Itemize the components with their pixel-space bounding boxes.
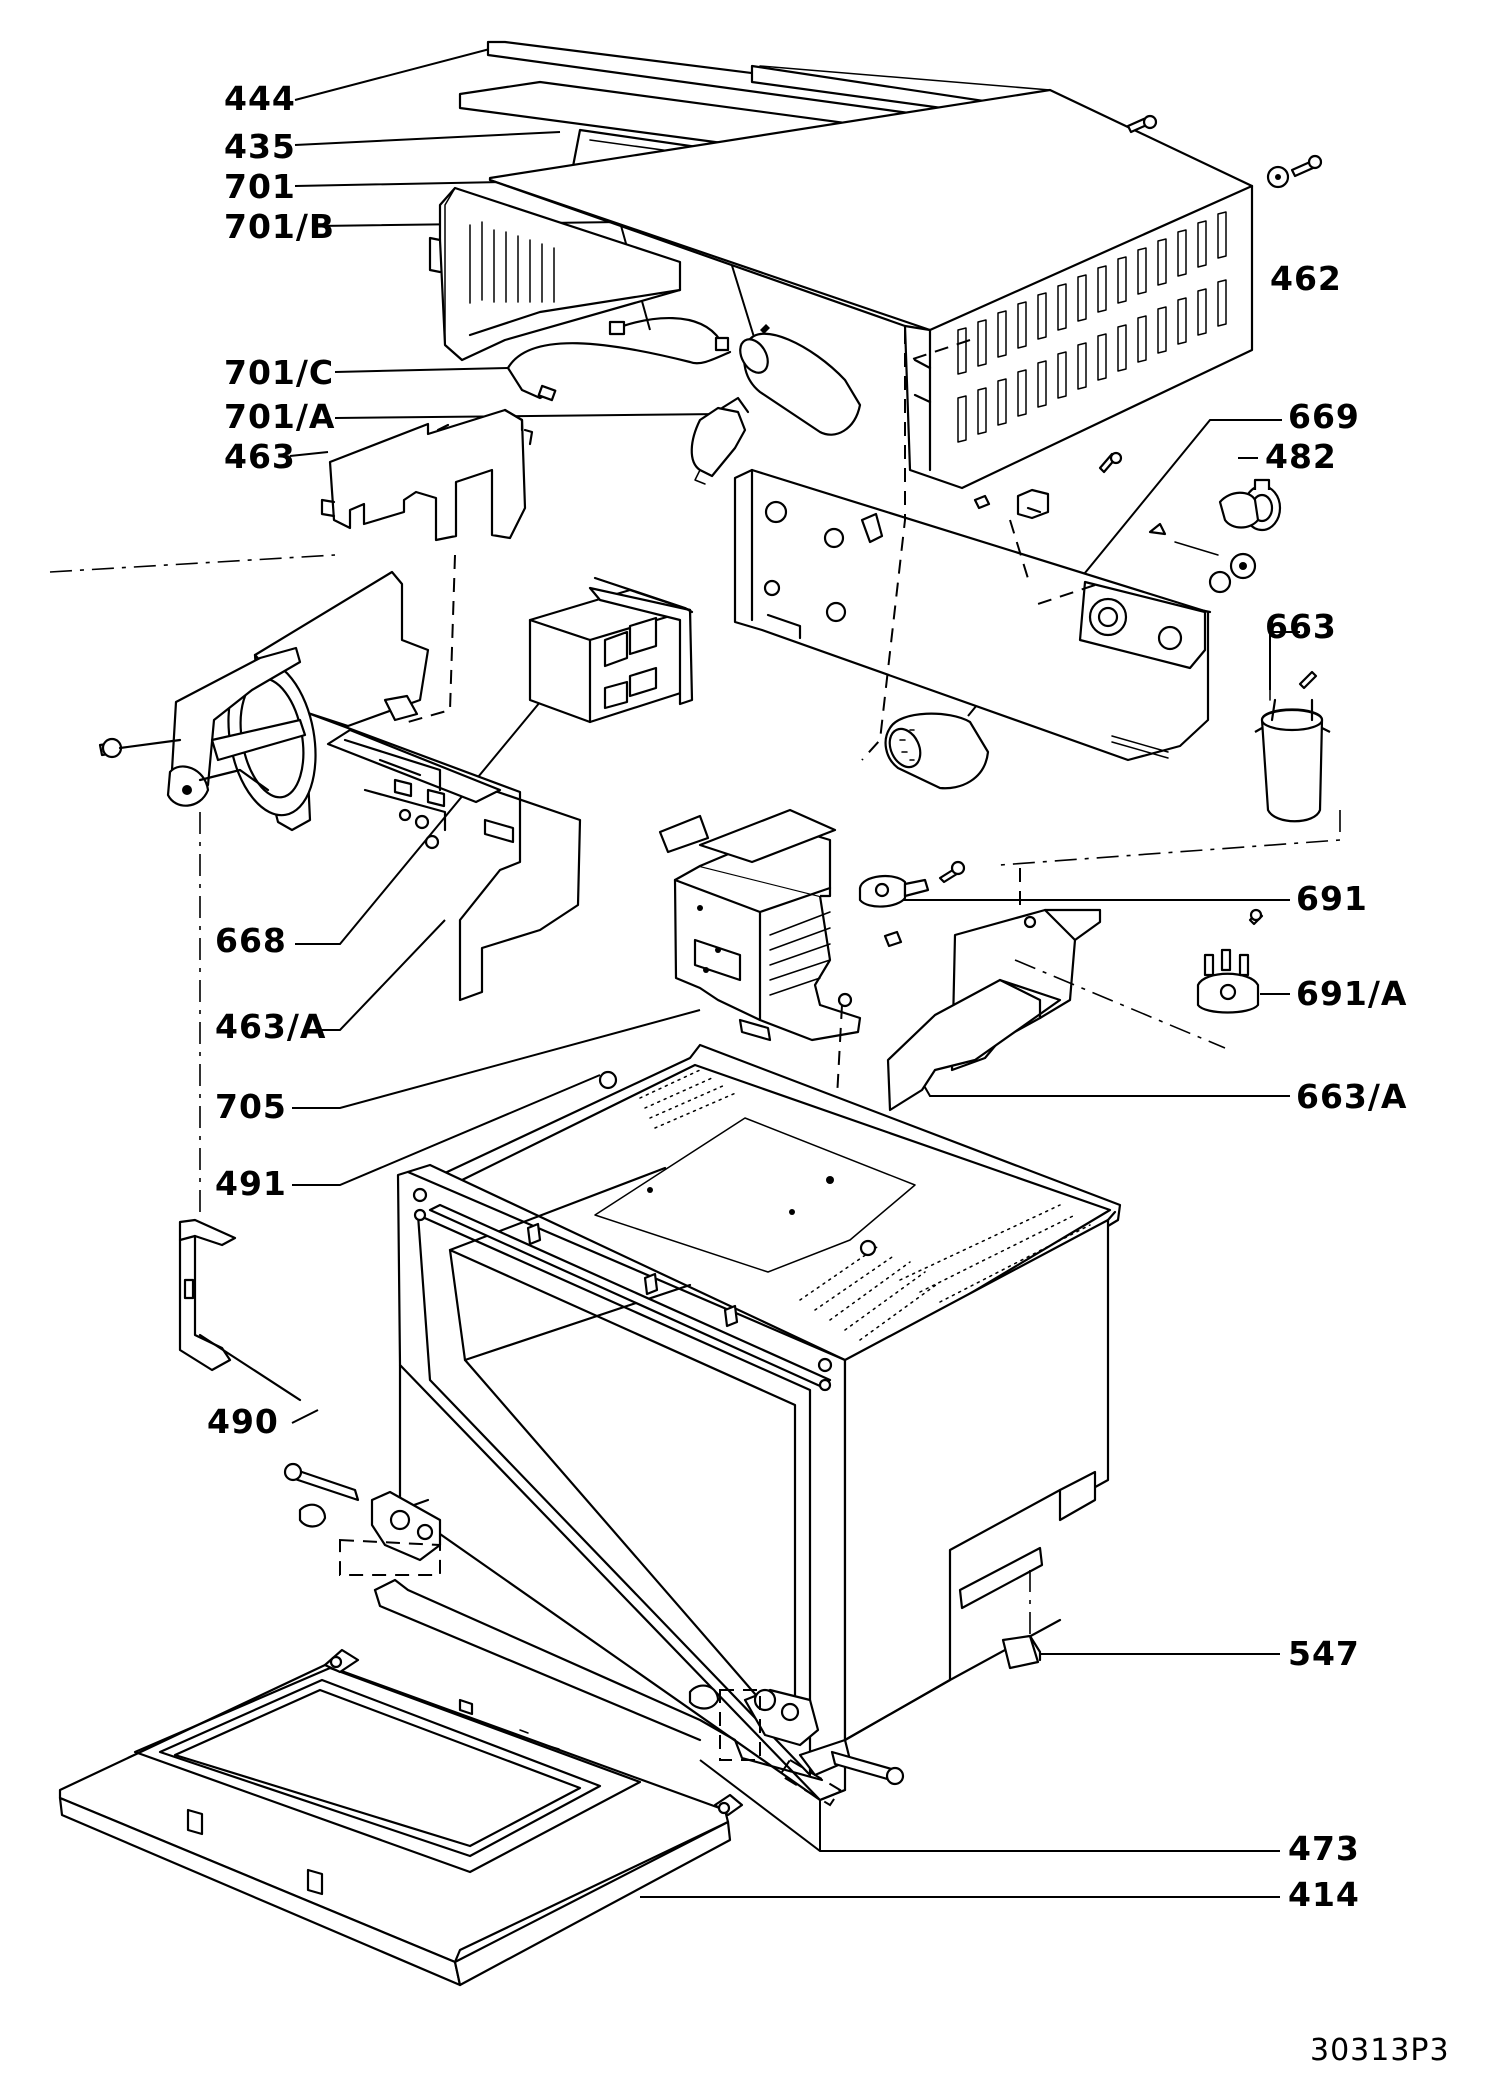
label-668: 668 xyxy=(215,921,287,960)
label-669: 669 xyxy=(1288,397,1360,436)
label-691: 691 xyxy=(1296,879,1368,918)
vent-slots xyxy=(957,211,1227,443)
label-705: 705 xyxy=(215,1087,287,1126)
capacitor-bracket-701 xyxy=(428,186,862,485)
label-491: 491 xyxy=(215,1164,287,1203)
label-490: 490 xyxy=(207,1402,279,1441)
label-482: 482 xyxy=(1265,437,1337,476)
oven-cavity xyxy=(396,1043,1122,1802)
fuse-663 xyxy=(999,649,1341,866)
label-444: 444 xyxy=(224,79,296,118)
bracket-490 xyxy=(178,1218,302,1402)
label-663: 663 xyxy=(1265,607,1337,646)
control-panel-669 xyxy=(733,330,1212,790)
label-663-a: 663/A xyxy=(1296,1077,1407,1116)
label-435: 435 xyxy=(224,127,296,166)
label-701-c: 701/C xyxy=(224,353,334,392)
label-701-b: 701/B xyxy=(224,207,335,246)
label-463-a: 463/A xyxy=(215,1007,326,1046)
label-414: 414 xyxy=(1288,1875,1360,1914)
hinge-left xyxy=(283,1462,442,1576)
part-labels: 444 435 701 701/B 462 701/C 701/A 669 48… xyxy=(207,79,1450,2068)
waveguide-bracket-463-a xyxy=(49,554,582,1215)
drawing-code: 30313P3 xyxy=(1310,2033,1450,2068)
outer-cabinet-462 xyxy=(488,65,1323,490)
knob-482 xyxy=(1148,478,1282,594)
label-462: 462 xyxy=(1270,259,1342,298)
perforation-pattern xyxy=(639,1069,1101,1341)
label-691-a: 691/A xyxy=(1296,974,1407,1013)
screw-icon xyxy=(1126,114,1323,189)
door-414 xyxy=(58,1578,824,1987)
transformer-668 xyxy=(528,576,694,724)
fuse-bracket-663-a xyxy=(886,868,1264,1112)
label-701-a: 701/A xyxy=(224,397,335,436)
label-463: 463 xyxy=(224,437,296,476)
magnetron-705 xyxy=(658,808,966,1191)
mounting-plate-463 xyxy=(320,408,534,542)
label-473: 473 xyxy=(1288,1829,1360,1868)
label-547: 547 xyxy=(1288,1634,1360,1673)
label-701: 701 xyxy=(224,167,296,206)
